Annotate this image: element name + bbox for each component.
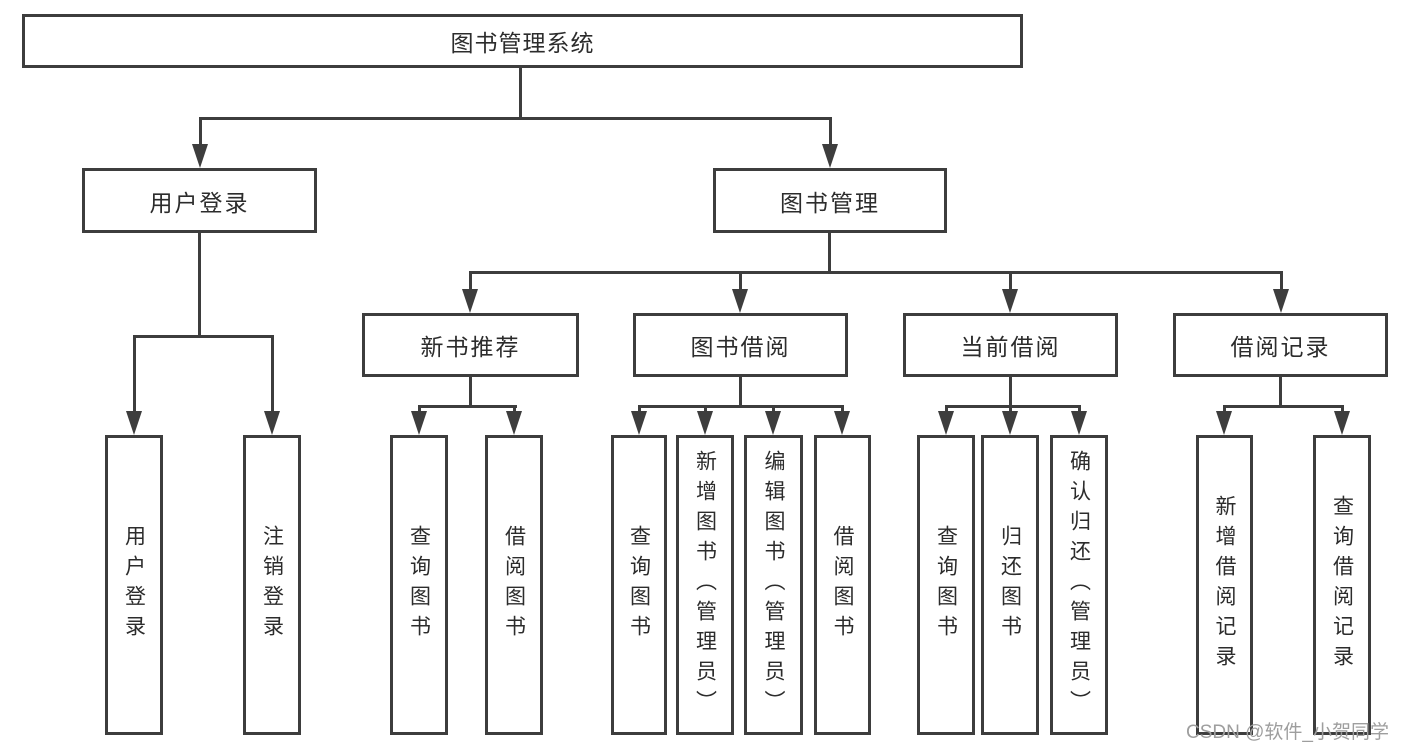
leaf-add-books-admin-label: 新增图书（管理员） <box>693 450 717 720</box>
arrowhead-query-borrow <box>631 411 647 435</box>
connector-drop-query-borrow <box>638 405 641 414</box>
connector-drop-query-current <box>945 405 948 414</box>
connector-drop-add-books <box>704 405 707 414</box>
connector-book-management-stem <box>828 233 831 274</box>
connector-drop-login-leaf <box>133 335 136 413</box>
connector-drop-return-books <box>1009 405 1012 414</box>
leaf-query-borrow-record: 查询借阅记录 <box>1313 435 1371 735</box>
arrowhead-new-book-recommend <box>462 289 478 313</box>
connector-drop-confirm-return <box>1078 405 1081 414</box>
arrowhead-book-borrow <box>732 289 748 313</box>
leaf-edit-books-admin: 编辑图书（管理员） <box>744 435 803 735</box>
arrowhead-logout-leaf <box>264 411 280 435</box>
connector-drop-new-book-recommend <box>469 271 472 291</box>
connector-drop-query-record <box>1341 405 1344 414</box>
arrowhead-user-login <box>192 144 208 168</box>
connector-book-borrow-stem <box>739 377 742 408</box>
leaf-return-books-label: 归还图书 <box>998 525 1022 645</box>
leaf-query-books-current: 查询图书 <box>917 435 975 735</box>
connector-drop-edit-books <box>772 405 775 414</box>
node-borrow-records: 借阅记录 <box>1173 313 1388 377</box>
node-book-borrow-label: 图书借阅 <box>690 334 791 360</box>
connector-drop-borrow-books <box>841 405 844 414</box>
leaf-borrow-books-label: 借阅图书 <box>831 525 854 645</box>
leaf-query-books-current-label: 查询图书 <box>934 525 958 645</box>
connector-drop-user-login <box>199 117 202 149</box>
leaf-query-borrow-record-label: 查询借阅记录 <box>1330 495 1354 675</box>
node-new-book-recommend-label: 新书推荐 <box>420 334 521 360</box>
connector-book-borrow-crossbar <box>638 405 844 408</box>
leaf-borrow-books: 借阅图书 <box>814 435 871 735</box>
connector-drop-add-record <box>1223 405 1226 414</box>
arrowhead-edit-books <box>765 411 781 435</box>
connector-user-login-stem <box>198 233 201 338</box>
arrowhead-query-record <box>1334 411 1350 435</box>
leaf-return-books: 归还图书 <box>981 435 1039 735</box>
node-borrow-records-label: 借阅记录 <box>1230 334 1331 360</box>
connector-drop-current-borrow <box>1009 271 1012 291</box>
leaf-add-borrow-record: 新增借阅记录 <box>1196 435 1253 735</box>
leaf-borrow-books-recommend-label: 借阅图书 <box>502 525 526 645</box>
leaf-add-borrow-record-label: 新增借阅记录 <box>1213 495 1236 675</box>
connector-borrow-records-stem <box>1279 377 1282 408</box>
arrowhead-borrow-books <box>834 411 850 435</box>
connector-root-crossbar <box>199 117 832 120</box>
connector-current-borrow-stem <box>1009 377 1012 408</box>
connector-drop-borrow-recommend <box>513 405 516 414</box>
arrowhead-add-books <box>697 411 713 435</box>
connector-recommend-crossbar <box>418 405 517 408</box>
node-user-login-label: 用户登录 <box>149 189 250 216</box>
arrowhead-borrow-records <box>1273 289 1289 313</box>
node-current-borrow-label: 当前借阅 <box>960 334 1061 360</box>
leaf-query-books-recommend: 查询图书 <box>390 435 448 735</box>
leaf-query-books-borrow-label: 查询图书 <box>627 525 651 645</box>
connector-current-borrow-crossbar <box>945 405 1081 408</box>
node-current-borrow: 当前借阅 <box>903 313 1118 377</box>
arrowhead-current-borrow <box>1002 289 1018 313</box>
connector-recommend-stem <box>469 377 472 408</box>
arrowhead-confirm-return <box>1071 411 1087 435</box>
leaf-user-login: 用户登录 <box>105 435 163 735</box>
connector-borrow-records-crossbar <box>1223 405 1344 408</box>
leaf-confirm-return-admin-label: 确认归还（管理员） <box>1067 450 1091 720</box>
connector-book-management-crossbar <box>469 271 1283 274</box>
connector-user-login-crossbar <box>133 335 274 338</box>
connector-drop-borrow-records <box>1280 271 1283 291</box>
arrowhead-add-record <box>1216 411 1232 435</box>
arrowhead-return-books <box>1002 411 1018 435</box>
arrowhead-borrow-recommend <box>506 411 522 435</box>
leaf-logout: 注销登录 <box>243 435 301 735</box>
leaf-add-books-admin: 新增图书（管理员） <box>676 435 734 735</box>
connector-root-stem <box>519 68 522 119</box>
leaf-query-books-borrow: 查询图书 <box>611 435 667 735</box>
node-new-book-recommend: 新书推荐 <box>362 313 579 377</box>
node-user-login: 用户登录 <box>82 168 317 233</box>
connector-drop-logout-leaf <box>271 335 274 413</box>
leaf-confirm-return-admin: 确认归还（管理员） <box>1050 435 1108 735</box>
arrowhead-login-leaf <box>126 411 142 435</box>
node-root: 图书管理系统 <box>22 14 1023 68</box>
leaf-user-login-label: 用户登录 <box>122 525 146 645</box>
leaf-edit-books-admin-label: 编辑图书（管理员） <box>762 450 785 720</box>
leaf-query-books-recommend-label: 查询图书 <box>407 525 431 645</box>
leaf-logout-label: 注销登录 <box>260 525 284 645</box>
arrowhead-query-current <box>938 411 954 435</box>
node-book-management: 图书管理 <box>713 168 947 233</box>
arrowhead-book-management <box>822 144 838 168</box>
connector-drop-query-recommend <box>418 405 421 414</box>
node-book-management-label: 图书管理 <box>780 189 880 216</box>
connector-drop-book-borrow <box>739 271 742 291</box>
node-book-borrow: 图书借阅 <box>633 313 848 377</box>
csdn-watermark: CSDN @软件_小贺同学 <box>1186 722 1389 743</box>
arrowhead-query-recommend <box>411 411 427 435</box>
node-root-label: 图书管理系统 <box>450 30 595 56</box>
leaf-borrow-books-recommend: 借阅图书 <box>485 435 543 735</box>
connector-drop-book-management <box>829 117 832 149</box>
